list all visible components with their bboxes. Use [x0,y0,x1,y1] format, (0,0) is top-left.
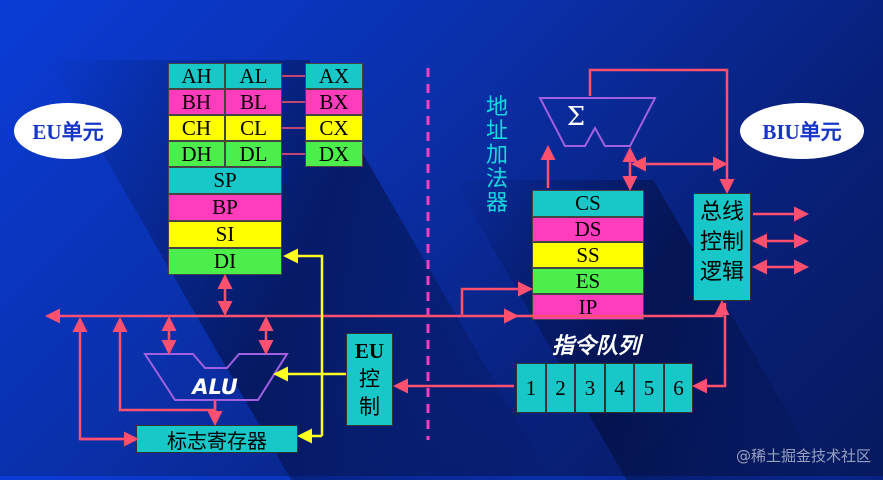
register-ch-label: CH [181,115,212,140]
bus-control-line: 逻辑 [699,260,744,285]
address-adder-char: 加 [485,143,508,168]
register-di: DI [168,248,282,275]
alu-shape [143,353,289,401]
register-es: ES [532,268,644,294]
eu-unit-label: EU单元 [32,120,104,144]
bus-control-line: 控制 [699,230,744,255]
queue-cell-label: 2 [555,375,566,400]
register-ax: AX [305,63,363,89]
register-al-label: AL [239,63,268,88]
instruction-queue-label: 指令队列 [552,334,641,359]
register-sp-label: SP [213,168,237,192]
register-ds-label: DS [574,217,602,241]
register-cx-label: CX [319,115,349,140]
register-di-label: DI [213,249,237,273]
alu-label: ALU [190,375,238,399]
address-adder-char: 器 [485,191,508,216]
register-ds: DS [532,217,644,242]
register-cl: CL [225,115,282,141]
register-al: AL [225,63,282,89]
register-ah: AH [168,63,225,89]
register-dh-label: DH [181,141,212,166]
register-bp-label: BP [212,195,238,219]
register-bx: BX [305,89,363,115]
register-dx-label: DX [318,141,350,166]
eu-control-line: 控 [359,367,380,391]
flags-register-label: 标志寄存器 [167,428,267,453]
eu-control-line: 制 [359,395,380,419]
register-dl-label: DL [239,141,268,166]
register-cx: CX [305,115,363,141]
address-adder-char: 址 [485,119,508,144]
biu-unit-label: BIU单元 [762,120,842,144]
queue-cell-label: 5 [643,375,655,400]
register-ax-label: AX [318,63,350,88]
queue-cell-6: 6 [664,363,693,413]
register-cs-label: CS [575,191,601,215]
register-dl: DL [225,141,282,167]
queue-cell-1: 1 [516,363,546,413]
sigma-symbol: Σ [567,102,585,132]
register-cl-label: CL [240,115,267,140]
queue-cell-label: 1 [525,375,537,400]
register-ah-label: AH [181,63,212,88]
register-bh: BH [168,89,225,115]
register-ss: SS [532,242,644,268]
watermark: @稀土掘金技术社区 [735,447,871,465]
register-dh: DH [168,141,225,167]
queue-cell-label: 6 [673,375,684,400]
register-cs: CS [532,190,644,217]
queue-cell-label: 3 [584,375,596,400]
queue-cell-5: 5 [634,363,664,413]
eu-unit-oval: EU单元 [14,103,122,159]
queue-cell-3: 3 [575,363,605,413]
queue-cell-2: 2 [546,363,575,413]
address-adder-char: 法 [485,167,508,192]
address-adder-label: 地 址 加 法 器 [484,96,510,216]
register-ip-label: IP [578,294,598,319]
register-ch: CH [168,115,225,141]
biu-unit-oval: BIU单元 [740,103,864,159]
register-sp: SP [168,167,282,194]
register-es-label: ES [575,268,601,293]
register-bl: BL [225,89,282,115]
register-bp: BP [168,194,282,221]
register-dx: DX [305,141,363,167]
register-bh-label: BH [181,89,212,114]
register-bx-label: BX [319,89,349,114]
register-si: SI [168,221,282,248]
bus-control-line: 总线 [699,200,744,225]
address-adder-char: 地 [485,95,508,120]
queue-cell-label: 4 [614,375,625,400]
register-si-label: SI [215,222,235,246]
sigma-adder-shape [538,97,657,147]
register-ss-label: SS [576,242,600,267]
eu-control-box: EU 控 制 [346,333,393,426]
register-bl-label: BL [240,89,267,114]
queue-cell-4: 4 [605,363,634,413]
eu-control-line: EU [354,339,385,363]
